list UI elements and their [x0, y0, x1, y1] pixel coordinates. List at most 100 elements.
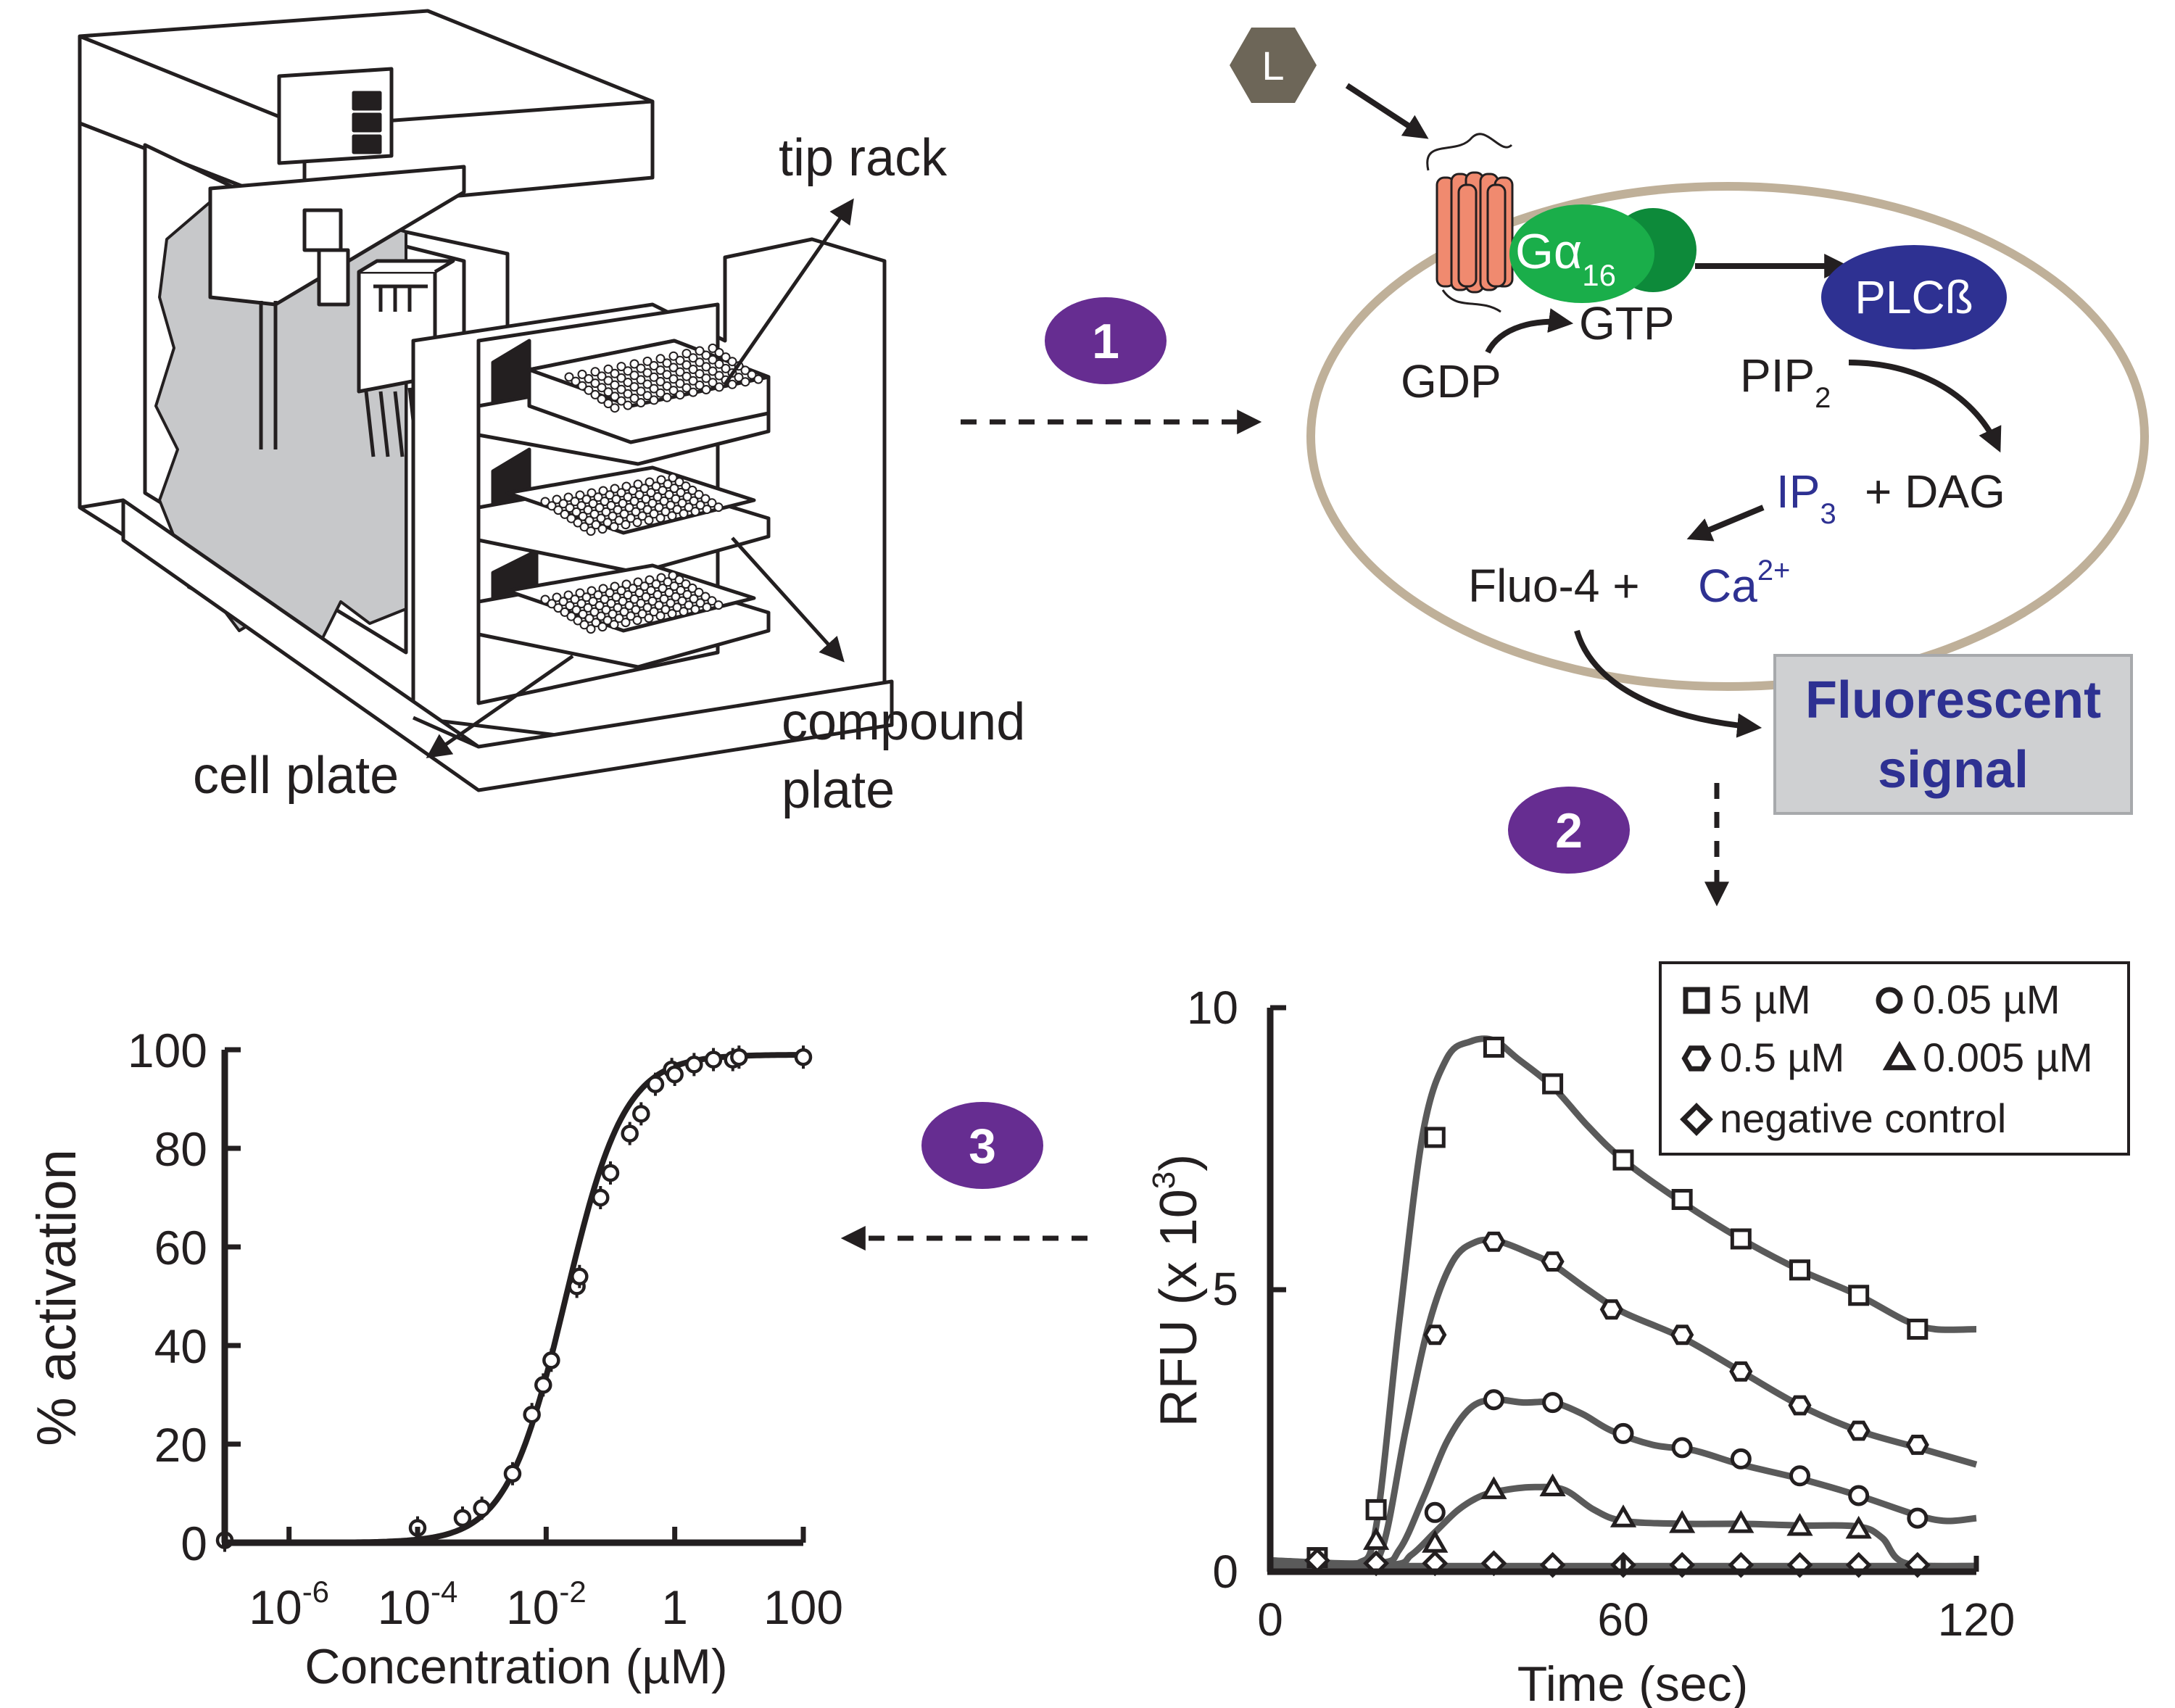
- well: [597, 383, 607, 393]
- well: [579, 620, 589, 630]
- well: [636, 500, 646, 510]
- well: [721, 352, 731, 362]
- well: [619, 607, 629, 617]
- data-point: [794, 1048, 813, 1066]
- triangle-marker: [1845, 1515, 1872, 1539]
- hexagon-marker: [1599, 1299, 1623, 1320]
- hexagon-marker: [1681, 1045, 1712, 1071]
- well: [682, 492, 692, 502]
- well: [596, 611, 606, 621]
- circle-marker: [1612, 1422, 1634, 1444]
- well: [571, 605, 581, 615]
- well: [695, 598, 705, 608]
- well: [700, 592, 710, 602]
- well: [663, 577, 673, 587]
- well: [621, 520, 631, 530]
- well: [616, 586, 626, 596]
- well: [663, 479, 673, 489]
- well: [679, 509, 689, 519]
- well: [681, 579, 691, 589]
- well: [587, 586, 597, 596]
- plc-label: PLCß: [1855, 271, 1973, 323]
- well: [558, 499, 568, 509]
- series-points-hexagon: [1423, 1231, 1929, 1455]
- well: [540, 594, 550, 605]
- well: [614, 613, 624, 623]
- well: [708, 343, 718, 353]
- well: [603, 399, 613, 409]
- signaling-pathway: L Gα16 PLCß GTP GDP PIP2: [1230, 28, 2149, 815]
- well: [634, 490, 645, 500]
- cell-membrane: [1306, 182, 2149, 691]
- well: [588, 499, 598, 509]
- well: [634, 588, 645, 598]
- well: [702, 602, 712, 613]
- circle-marker: [1789, 1465, 1810, 1487]
- tc-x-label: Time (sec): [1517, 1657, 1749, 1708]
- well: [589, 509, 600, 519]
- well: [675, 390, 685, 400]
- well: [708, 355, 718, 365]
- series-points-triangle: [1362, 1473, 1872, 1553]
- well: [662, 358, 672, 368]
- well: [547, 501, 557, 511]
- well: [646, 586, 656, 596]
- circle-marker: [1730, 1448, 1752, 1469]
- well: [552, 592, 562, 602]
- well: [695, 346, 705, 356]
- well: [560, 509, 570, 519]
- ligand-hexagon: [1230, 28, 1317, 103]
- well: [682, 371, 692, 381]
- well: [656, 573, 666, 583]
- well: [578, 511, 588, 521]
- well: [598, 486, 608, 496]
- tc-y-label: RFU (x 103): [1146, 1154, 1208, 1427]
- well: [621, 481, 631, 492]
- well: [689, 594, 699, 604]
- well: [654, 502, 664, 513]
- well: [659, 496, 669, 506]
- gdp-label: GDP: [1401, 355, 1501, 407]
- well: [632, 518, 642, 528]
- well: [664, 489, 674, 499]
- well: [636, 598, 646, 608]
- well: [570, 594, 580, 605]
- well: [639, 581, 650, 592]
- hexagon-marker: [1541, 1251, 1565, 1272]
- well: [681, 481, 691, 492]
- well: [701, 385, 711, 394]
- well: [649, 372, 659, 382]
- well: [594, 600, 605, 610]
- well: [621, 618, 631, 628]
- series-line-hexagon: [1269, 1236, 1978, 1567]
- well: [576, 599, 587, 609]
- well: [629, 496, 639, 506]
- tc-x-tick: 60: [1597, 1593, 1649, 1646]
- well: [642, 391, 652, 401]
- well: [571, 507, 581, 517]
- well: [632, 615, 642, 626]
- dr-x-tick: 1: [661, 1580, 688, 1634]
- well: [584, 515, 594, 526]
- data-point: [542, 1351, 560, 1369]
- well: [644, 613, 654, 623]
- well: [616, 384, 626, 394]
- data-point: [704, 1050, 723, 1069]
- well: [586, 624, 596, 634]
- well: [575, 588, 585, 598]
- well: [669, 581, 679, 592]
- well: [629, 393, 639, 403]
- well: [579, 522, 589, 532]
- instrument-labels: tip rack compound plate cell plate: [193, 129, 1025, 819]
- well: [610, 368, 620, 378]
- triangle-marker: [1610, 1504, 1637, 1527]
- data-point: [534, 1376, 552, 1394]
- well: [603, 376, 613, 386]
- well: [631, 507, 641, 517]
- well: [584, 385, 594, 395]
- well: [618, 596, 628, 606]
- dr-x-tick: 100: [763, 1580, 843, 1634]
- well: [601, 507, 611, 517]
- well: [597, 622, 608, 632]
- well: [753, 374, 763, 384]
